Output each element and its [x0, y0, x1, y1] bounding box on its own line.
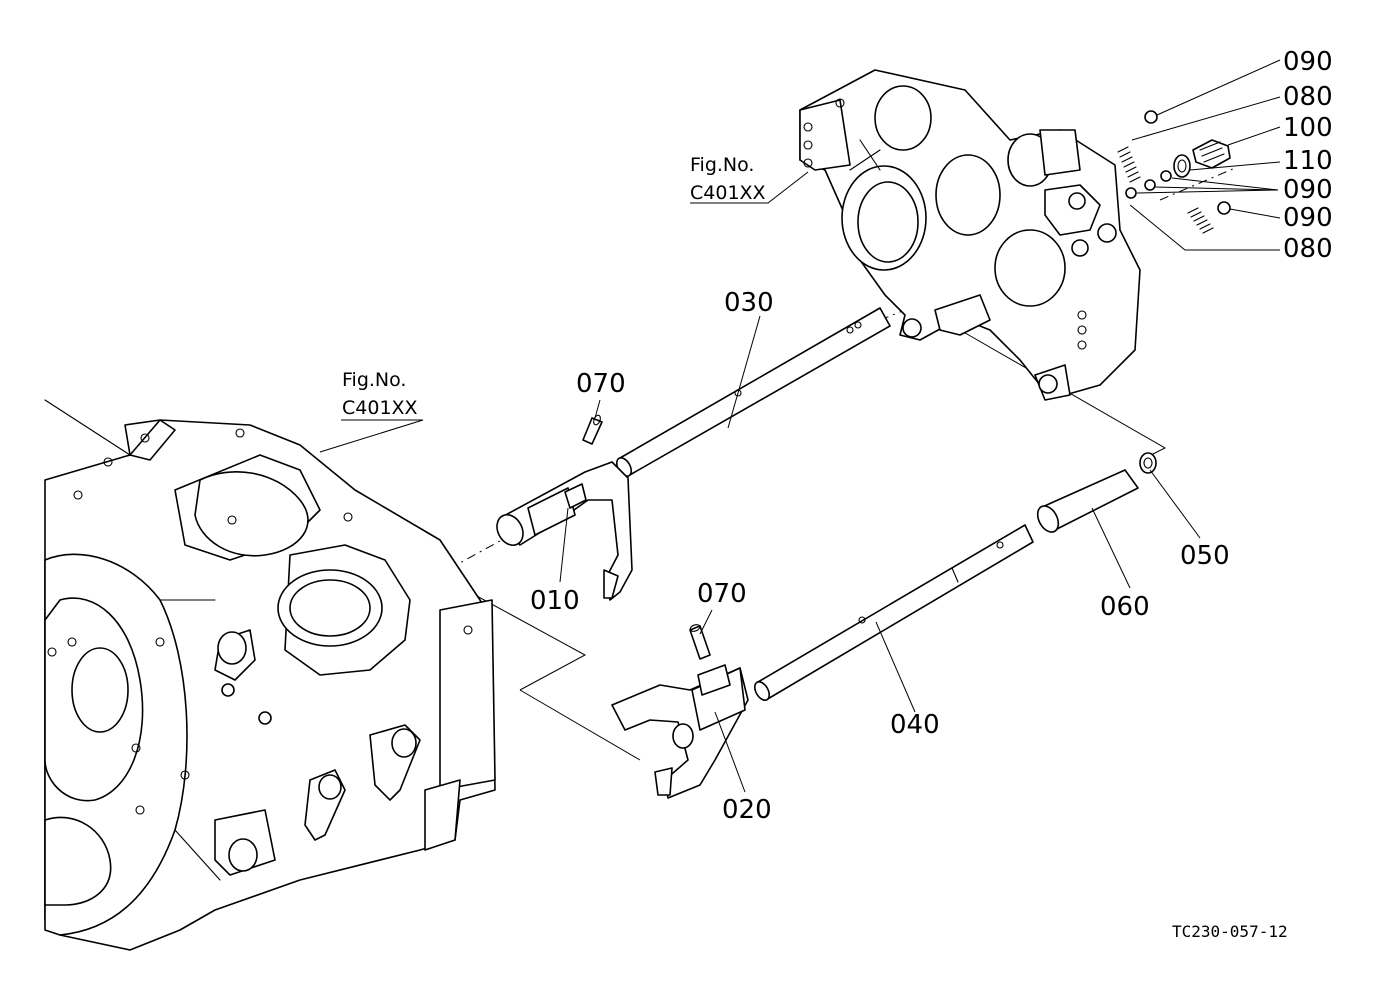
- callout-090-b: 090: [1283, 175, 1333, 205]
- detent-spring-080-lower: [1187, 207, 1214, 234]
- callout-090-c: 090: [1283, 203, 1333, 233]
- callout-leaders: [319, 59, 1281, 793]
- callout-110: 110: [1283, 146, 1333, 176]
- callout-080-a: 080: [1283, 82, 1333, 112]
- figure-ref-lower: Fig.No. C401XX: [342, 369, 418, 419]
- callout-030: 030: [724, 288, 774, 318]
- detent-balls-090: [1125, 110, 1231, 215]
- figure-ref-upper-code: C401XX: [690, 182, 766, 204]
- detent-spring-080-upper: [1117, 146, 1141, 183]
- callout-040: 040: [890, 710, 940, 740]
- shift-rod-030: [615, 307, 891, 477]
- callout-080-b: 080: [1283, 234, 1333, 264]
- part-callouts: 090 080 100 110 090 090 080 030 070 010 …: [530, 47, 1333, 825]
- roll-pin-070-lower: [689, 624, 711, 660]
- spacer-collar-060: [1036, 469, 1139, 533]
- shift-fork-020: [611, 664, 749, 799]
- plug-bolt-100: [1192, 139, 1231, 169]
- figure-ref-lower-code: C401XX: [342, 397, 418, 419]
- figure-ref-upper-label: Fig.No.: [690, 154, 754, 176]
- figure-ref-lower-label: Fig.No.: [342, 369, 406, 391]
- callout-070-a: 070: [576, 369, 626, 399]
- shift-fork-010: [496, 461, 633, 601]
- callout-010: 010: [530, 586, 580, 616]
- snap-ring-050: [1139, 452, 1157, 474]
- callout-050: 050: [1180, 541, 1230, 571]
- figure-ref-upper: Fig.No. C401XX: [690, 154, 766, 204]
- callout-100: 100: [1283, 113, 1333, 143]
- transmission-case: [44, 399, 496, 951]
- shift-rod-040: [753, 524, 1034, 701]
- callout-090-a: 090: [1283, 47, 1333, 77]
- callout-070-b: 070: [697, 579, 747, 609]
- roll-pin-070-upper: [582, 414, 603, 445]
- washer-110: [1173, 154, 1191, 178]
- shift-housing-cover: [799, 69, 1141, 401]
- drawing-code: TC230-057-12: [1172, 922, 1288, 941]
- callout-020: 020: [722, 795, 772, 825]
- callout-060: 060: [1100, 592, 1150, 622]
